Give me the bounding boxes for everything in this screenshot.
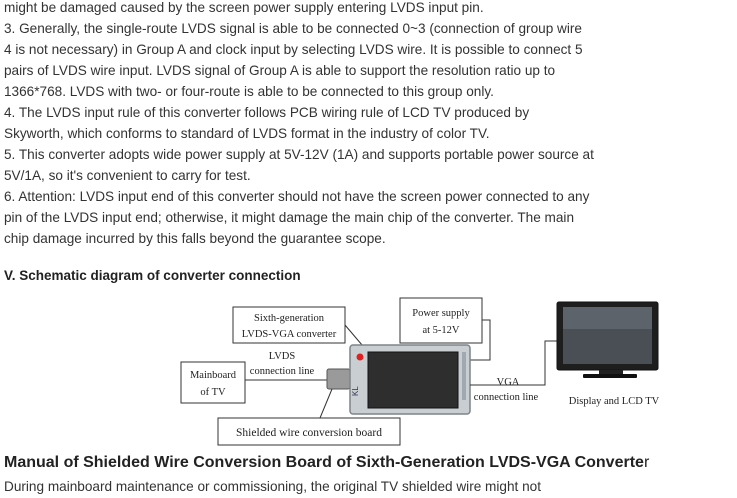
- text-line: 4. The LVDS input rule of this converter…: [4, 105, 530, 120]
- manual-heading: Manual of Shielded Wire Conversion Board…: [4, 454, 649, 472]
- mainboard-box: Mainboard of TV: [180, 361, 246, 404]
- power-led-icon: [356, 353, 364, 361]
- text-line: 3. Generally, the single-route LVDS sign…: [4, 21, 582, 36]
- text-line: pin of the LVDS input end; otherwise, it…: [4, 210, 575, 225]
- power-label-line2: at 5-12V: [422, 325, 459, 336]
- manual-heading-tail: r: [643, 454, 650, 471]
- converter-label-line2: LVDS-VGA converter: [242, 329, 337, 340]
- lvds-label-line1: LVDS: [269, 351, 296, 362]
- text-line: 4 is not necessary) in Group A and clock…: [4, 42, 583, 57]
- mainboard-label-line1: Mainboard: [190, 370, 237, 381]
- converter-label-line1: Sixth-generation: [254, 313, 325, 324]
- vga-connection-line: [470, 340, 557, 386]
- text-line: Skyworth, which conforms to standard of …: [4, 126, 490, 141]
- text-line: might be damaged caused by the screen po…: [4, 0, 484, 15]
- converter-device: KL: [349, 344, 471, 415]
- text-line: 5. This converter adopts wide power supp…: [4, 147, 594, 162]
- manual-heading-text: Manual of Shielded Wire Conversion Board…: [4, 454, 644, 471]
- converter-brand-mark: KL: [351, 386, 360, 396]
- shielded-board-icon: [326, 368, 351, 390]
- shielded-board-label: Shielded wire conversion board: [236, 427, 382, 439]
- text-line: During mainboard maintenance or commissi…: [4, 479, 541, 494]
- vga-label-line1: VGA: [497, 377, 520, 388]
- text-line: pairs of LVDS wire input. LVDS signal of…: [4, 63, 556, 78]
- text-line: chip damage incurred by this falls beyon…: [4, 231, 386, 246]
- display-label: Display and LCD TV: [569, 396, 660, 407]
- mainboard-label-line2: of TV: [200, 387, 226, 398]
- text-line: 1366*768. LVDS with two- or four-route i…: [4, 84, 494, 99]
- text-line: 6. Attention: LVDS input end of this con…: [4, 189, 590, 204]
- shielded-board-label-box: Shielded wire conversion board: [217, 417, 401, 446]
- converter-label-box: Sixth-generation LVDS-VGA converter: [232, 306, 346, 344]
- lcd-tv-icon: [556, 301, 659, 378]
- text-line: 5V/1A, so it's convenient to carry for t…: [4, 168, 251, 183]
- power-supply-box: Power supply at 5-12V: [399, 297, 483, 344]
- vga-label-line2: connection line: [474, 392, 539, 403]
- power-label-line1: Power supply: [412, 308, 470, 319]
- lvds-label-line2: connection line: [250, 366, 315, 377]
- connection-diagram: Sixth-generation LVDS-VGA converter Powe…: [180, 297, 660, 446]
- section-heading: V. Schematic diagram of converter connec…: [4, 268, 301, 283]
